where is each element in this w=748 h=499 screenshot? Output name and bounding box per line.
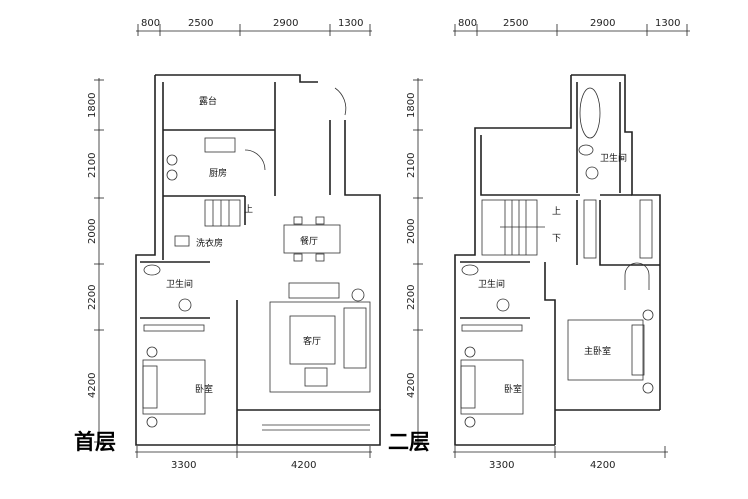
- dim-label: 4200: [291, 460, 316, 471]
- floor1-left-dimension: 1800 2100 2000 2200 4200: [87, 78, 104, 444]
- dim-label: 3300: [171, 460, 196, 471]
- dim-label: 1800: [87, 93, 98, 118]
- wardrobe-icon: [143, 324, 205, 332]
- floor1-top-dimension: 800 2500 2900 1300: [136, 18, 372, 36]
- dim-label: 2200: [406, 285, 417, 310]
- dim-label: 800: [458, 18, 477, 29]
- dim-label: 4200: [87, 373, 98, 398]
- floor2-bottom-dimension: 3300 4200: [453, 446, 668, 471]
- floor2-title: 二层: [388, 430, 430, 454]
- room-label-laundry: 洗衣房: [196, 237, 223, 249]
- floor1-walls: [135, 74, 381, 446]
- bed-icon: [460, 346, 524, 428]
- stove-icon: [166, 154, 178, 166]
- wardrobe-icon: [583, 199, 597, 259]
- dim-label: 2000: [406, 219, 417, 244]
- room-label-dining: 餐厅: [300, 235, 318, 247]
- bed-icon: [142, 346, 206, 428]
- dim-label: 2100: [87, 153, 98, 178]
- dim-label: 4200: [406, 373, 417, 398]
- floor1-plan: 800 2500 2900 1300 1800 2100 2000 2200 4…: [74, 18, 381, 471]
- dim-label: 800: [141, 18, 160, 29]
- stairs-icon: [204, 199, 241, 227]
- room-label-master-bedroom: 主卧室: [584, 345, 611, 357]
- room-label-bathroom: 卫生间: [166, 278, 193, 290]
- dining-table-icon: [283, 216, 341, 262]
- dim-label: 2100: [406, 153, 417, 178]
- washing-machine-icon: [174, 235, 190, 247]
- dim-label: 2200: [87, 285, 98, 310]
- washbasin-icon: [178, 298, 192, 312]
- dim-label: 2500: [188, 18, 213, 29]
- dim-label: 2000: [87, 219, 98, 244]
- sink-icon: [204, 137, 236, 153]
- stairs-up-label: 上: [244, 204, 253, 215]
- bathtub-icon: [579, 87, 601, 139]
- dim-label: 1300: [655, 18, 680, 29]
- dim-label: 2500: [503, 18, 528, 29]
- room-label-kitchen: 厨房: [209, 167, 227, 179]
- door-swing-icon: [334, 87, 347, 116]
- sofa-set-icon: [269, 282, 371, 393]
- door-swing-icon: [244, 149, 266, 171]
- dim-label: 3300: [489, 460, 514, 471]
- dim-label: 1300: [338, 18, 363, 29]
- floor2-fixtures: [460, 87, 654, 428]
- toilet-icon: [578, 144, 594, 156]
- floor1-fixtures: [142, 87, 371, 428]
- washbasin-icon: [496, 298, 510, 312]
- room-label-master-bathroom: 卫生间: [600, 152, 627, 164]
- wardrobe-icon: [639, 199, 653, 259]
- toilet-icon: [143, 264, 161, 276]
- stairs-down-label: 下: [552, 234, 561, 244]
- floor1-title: 首层: [74, 430, 116, 454]
- master-bed-icon: [567, 309, 654, 394]
- stairs-icon: [481, 199, 545, 256]
- room-label-bedroom: 卧室: [195, 383, 213, 395]
- floor2-walls: [454, 74, 661, 446]
- room-label-bathroom: 卫生间: [478, 278, 505, 290]
- floor2-top-dimension: 800 2500 2900 1300: [453, 18, 690, 36]
- room-label-living: 客厅: [303, 335, 321, 347]
- floor1-bottom-dimension: 3300 4200: [135, 446, 372, 471]
- stairs-up-label: 上: [552, 206, 561, 217]
- room-label-terrace: 露台: [199, 95, 217, 107]
- washbasin-icon: [585, 166, 599, 180]
- wardrobe-icon: [461, 324, 523, 332]
- floor2-left-dimension: 1800 2100 2000 2200 4200: [406, 78, 423, 444]
- dim-label: 4200: [590, 460, 615, 471]
- stove-icon: [166, 169, 178, 181]
- toilet-icon: [461, 264, 479, 276]
- toilet-icon: [624, 262, 650, 290]
- dim-label: 2900: [590, 18, 615, 29]
- dim-label: 1800: [406, 93, 417, 118]
- room-label-bedroom: 卧室: [504, 383, 522, 395]
- floor2-plan: 800 2500 2900 1300 1800 2100 2000 2200 4…: [388, 18, 690, 471]
- dim-label: 2900: [273, 18, 298, 29]
